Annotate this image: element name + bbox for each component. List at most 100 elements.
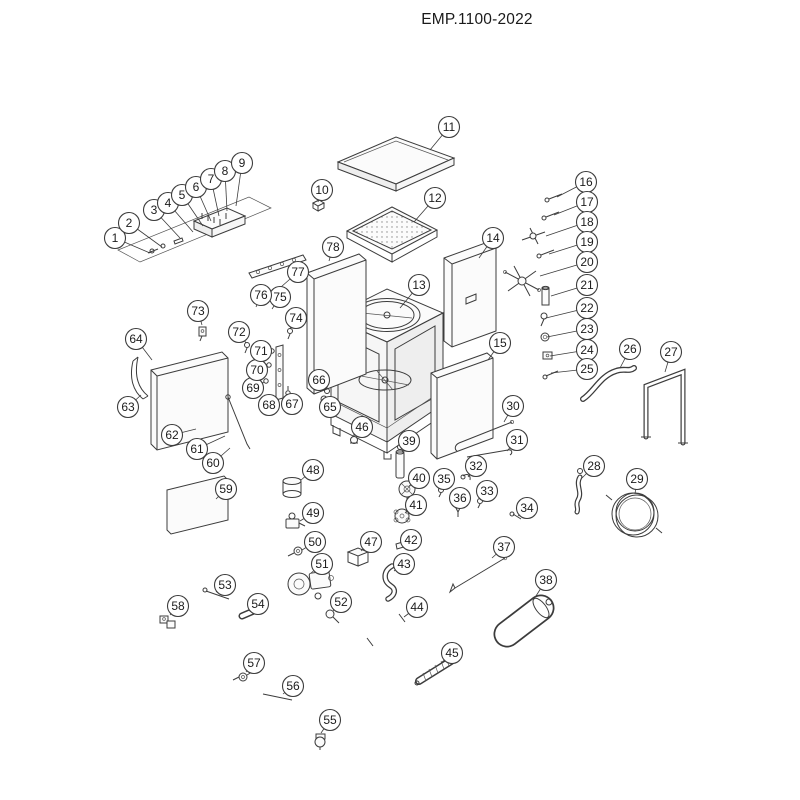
- callout-72: 72: [227, 320, 251, 344]
- small-box-part-drawing: [311, 199, 326, 212]
- svg-text:32: 32: [469, 459, 483, 473]
- svg-text:40: 40: [412, 471, 426, 485]
- callout-42: 42: [399, 528, 423, 552]
- callout-74: 74: [284, 306, 308, 330]
- svg-text:64: 64: [129, 332, 143, 346]
- svg-text:6: 6: [193, 180, 200, 194]
- svg-text:13: 13: [412, 278, 426, 292]
- callout-70: 70: [245, 358, 269, 382]
- svg-text:63: 63: [121, 400, 135, 414]
- svg-text:4: 4: [165, 196, 172, 210]
- svg-text:68: 68: [262, 398, 276, 412]
- svg-text:45: 45: [445, 646, 459, 660]
- left-panel-drawing: [306, 253, 367, 395]
- callout-62: 62: [160, 423, 184, 447]
- door-panel-drawing: [130, 351, 251, 451]
- callout-34: 34: [515, 496, 539, 520]
- callout-67: 67: [280, 392, 304, 416]
- svg-text:66: 66: [312, 373, 326, 387]
- callout-58: 58: [166, 594, 190, 618]
- svg-text:78: 78: [326, 240, 340, 254]
- callout-75: 75: [268, 285, 292, 309]
- svg-text:24: 24: [580, 343, 594, 357]
- svg-text:48: 48: [306, 463, 320, 477]
- callout-12: 12: [423, 186, 447, 210]
- callout-50: 50: [303, 530, 327, 554]
- svg-text:30: 30: [506, 399, 520, 413]
- callout-55: 55: [318, 708, 342, 732]
- svg-text:76: 76: [254, 288, 268, 302]
- callout-53: 53: [213, 573, 237, 597]
- callout-37: 37: [492, 535, 516, 559]
- callout-35: 35: [432, 467, 456, 491]
- svg-text:10: 10: [315, 183, 329, 197]
- callout-76: 76: [249, 283, 273, 307]
- callout-29: 29: [625, 467, 649, 491]
- svg-text:53: 53: [218, 578, 232, 592]
- svg-text:59: 59: [219, 482, 233, 496]
- callout-61: 61: [185, 437, 209, 461]
- svg-text:19: 19: [580, 235, 594, 249]
- svg-text:47: 47: [364, 535, 378, 549]
- svg-text:67: 67: [285, 397, 299, 411]
- svg-text:54: 54: [251, 597, 265, 611]
- callout-14: 14: [481, 226, 505, 250]
- svg-text:70: 70: [250, 363, 264, 377]
- svg-text:43: 43: [397, 557, 411, 571]
- callout-36: 36: [448, 486, 472, 510]
- callout-39: 39: [397, 429, 421, 453]
- svg-text:65: 65: [323, 400, 337, 414]
- svg-text:3: 3: [151, 203, 158, 217]
- svg-text:12: 12: [428, 191, 442, 205]
- diagram-title: EMP.1100-2022: [421, 11, 533, 28]
- svg-text:5: 5: [179, 188, 186, 202]
- svg-text:62: 62: [165, 428, 179, 442]
- cylinder-drawing: [493, 594, 555, 648]
- callout-27: 27: [659, 340, 683, 364]
- callout-48: 48: [301, 458, 325, 482]
- svg-text:18: 18: [580, 215, 594, 229]
- svg-text:49: 49: [306, 506, 320, 520]
- lower-front-panel-drawing: [166, 475, 229, 535]
- callout-69: 69: [241, 376, 265, 400]
- callout-31: 31: [505, 428, 529, 452]
- svg-text:58: 58: [171, 599, 185, 613]
- hoses-drawing: [574, 365, 688, 538]
- pump-cluster-drawing: [346, 440, 455, 686]
- callout-16: 16: [574, 170, 598, 194]
- svg-text:2: 2: [126, 216, 133, 230]
- svg-text:31: 31: [510, 433, 524, 447]
- callout-24: 24: [575, 338, 599, 362]
- svg-text:23: 23: [580, 322, 594, 336]
- callout-20: 20: [575, 250, 599, 274]
- svg-text:77: 77: [291, 265, 305, 279]
- callout-9: 9: [230, 151, 254, 175]
- control-board-assembly-drawing: [117, 196, 272, 263]
- callout-52: 52: [329, 590, 353, 614]
- callout-21: 21: [575, 273, 599, 297]
- callout-30: 30: [501, 394, 525, 418]
- svg-text:55: 55: [323, 713, 337, 727]
- callout-1: 1: [103, 226, 127, 250]
- svg-text:42: 42: [404, 533, 418, 547]
- svg-text:44: 44: [410, 600, 424, 614]
- svg-text:25: 25: [580, 362, 594, 376]
- callout-40: 40: [407, 466, 431, 490]
- callout-32: 32: [464, 454, 488, 478]
- basket-drawing: [345, 206, 439, 263]
- svg-text:52: 52: [334, 595, 348, 609]
- svg-text:14: 14: [486, 231, 500, 245]
- callout-46: 46: [350, 415, 374, 439]
- callout-63: 63: [116, 395, 140, 419]
- svg-text:15: 15: [493, 336, 507, 350]
- callout-68: 68: [257, 393, 281, 417]
- svg-text:21: 21: [580, 278, 594, 292]
- callout-44: 44: [405, 595, 429, 619]
- callout-38: 38: [534, 568, 558, 592]
- trim-strip-drawing: [248, 254, 307, 279]
- callout-77: 77: [286, 260, 310, 284]
- svg-text:27: 27: [664, 345, 678, 359]
